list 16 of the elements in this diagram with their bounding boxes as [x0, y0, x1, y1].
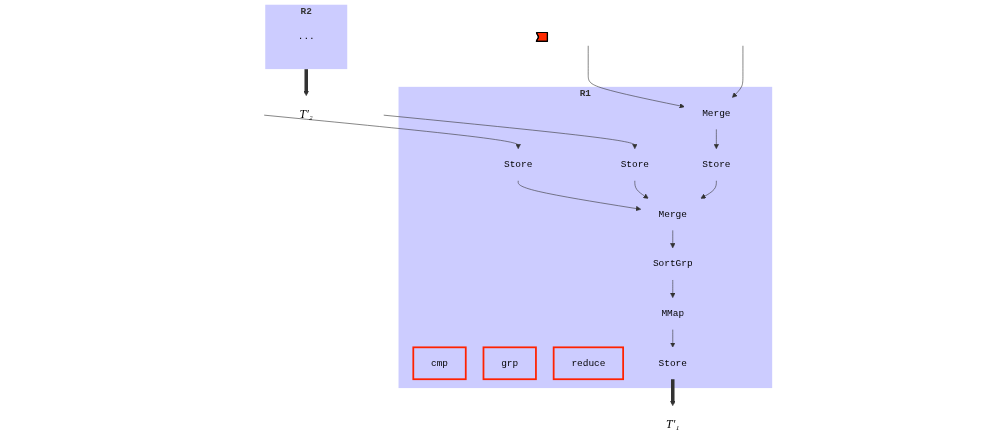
arrow [303, 68, 309, 96]
node-box: reduce [552, 346, 625, 381]
node-text: Merge [658, 209, 687, 220]
node-box: cmp [412, 346, 467, 381]
node-text: SortGrp [652, 258, 693, 270]
node-text: Store [504, 159, 533, 171]
node-text: T′₁ [666, 417, 680, 431]
node-text: MMap [661, 308, 685, 319]
arrow [670, 378, 676, 407]
node-text: T′₂ [299, 106, 313, 120]
node-box: grp [482, 346, 537, 381]
node-text: Store [702, 159, 731, 171]
node-text: ... [297, 31, 315, 43]
node-text: Merge [702, 108, 731, 119]
node-text: Store [620, 159, 650, 171]
node-text: Store [658, 357, 687, 369]
